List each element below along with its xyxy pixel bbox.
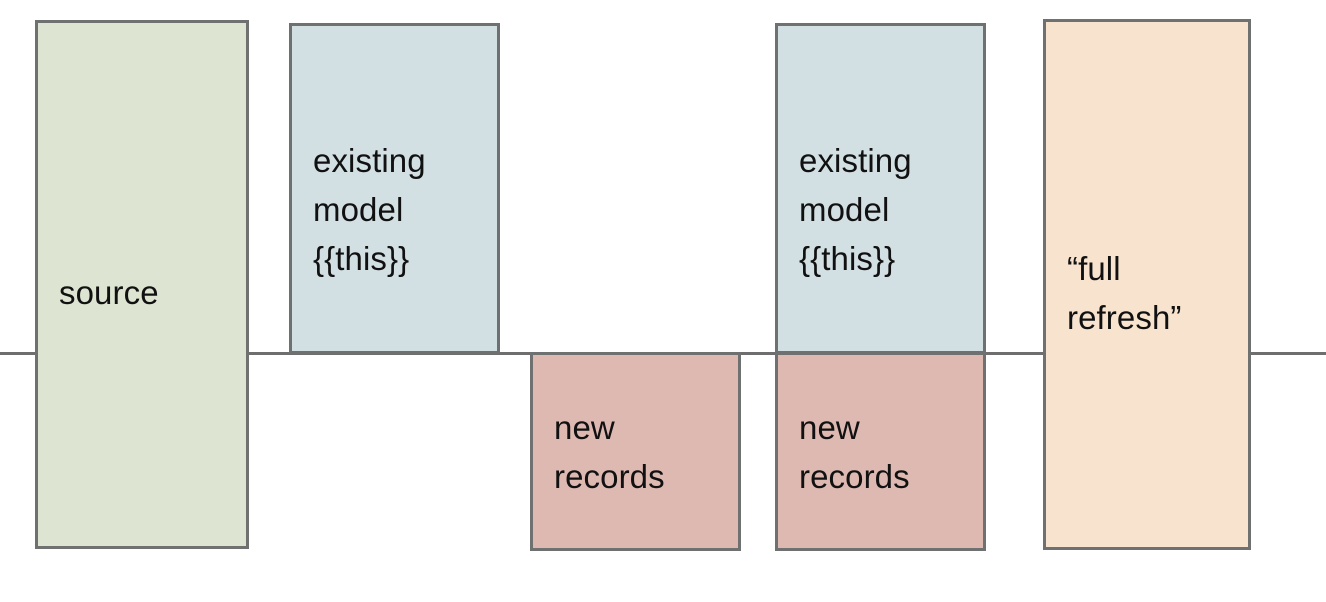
box-source[interactable]: source [35, 20, 249, 549]
box-full-refresh-label: “full refresh” [1067, 250, 1182, 336]
box-existing-model-2[interactable]: existing model {{this}} [775, 23, 986, 354]
box-full-refresh[interactable]: “full refresh” [1043, 19, 1251, 550]
box-existing-model-1[interactable]: existing model {{this}} [289, 23, 500, 354]
box-existing-model-1-label: existing model {{this}} [313, 142, 426, 277]
box-new-records-1[interactable]: new records [530, 352, 741, 551]
box-new-records-1-label: new records [554, 409, 665, 495]
box-existing-model-2-label: existing model {{this}} [799, 142, 912, 277]
box-new-records-2[interactable]: new records [775, 352, 986, 551]
box-new-records-2-label: new records [799, 409, 910, 495]
box-source-label: source [59, 274, 159, 311]
